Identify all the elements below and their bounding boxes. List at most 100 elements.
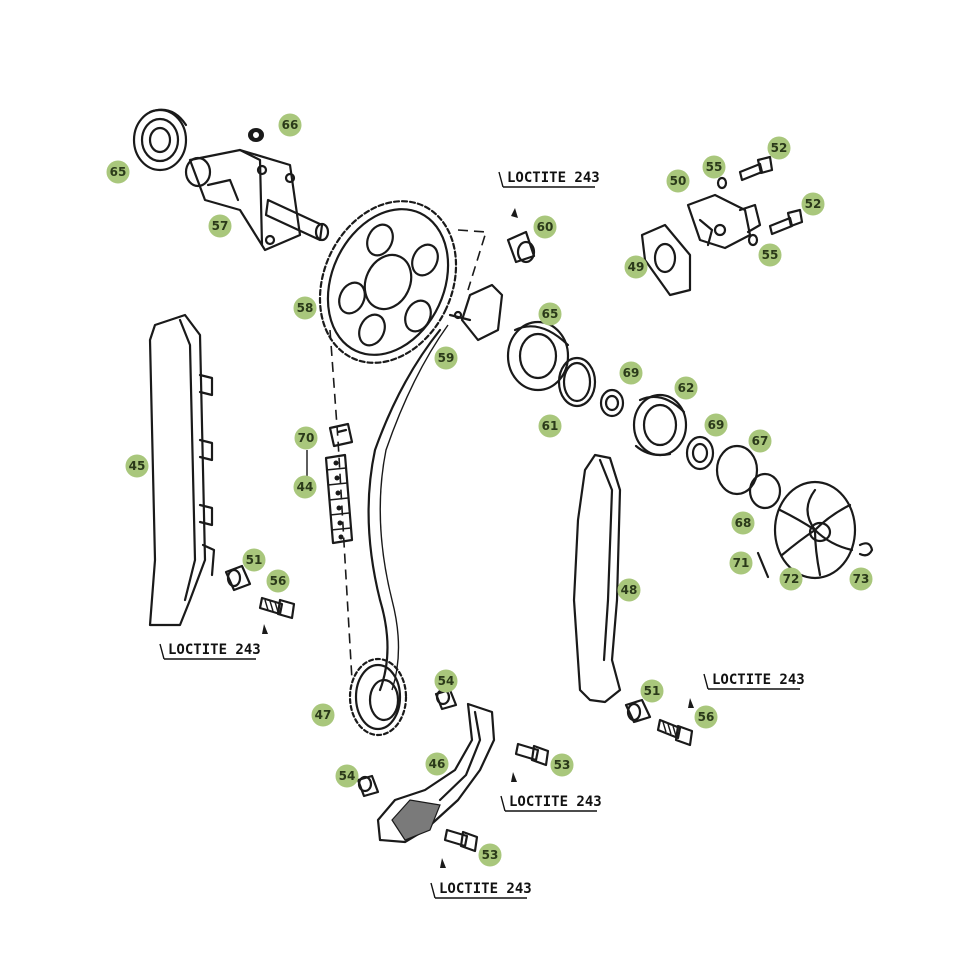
chain-44 [324,453,354,545]
timing-chain-path [329,329,353,681]
loctite-text: LOCTITE 243 [507,170,600,186]
callout-number: 53 [482,848,499,862]
callout-number: 52 [771,141,788,155]
callout-number: 57 [212,219,229,233]
tensioner-rail-46 [376,702,496,844]
callout-c-68: 68 [731,511,755,535]
timing-chain-path-right [367,328,442,692]
callout-number: 48 [621,583,638,597]
callout-number: 59 [438,351,455,365]
callout-number: 71 [733,556,750,570]
seal-62 [632,393,688,457]
impeller-72 [773,480,857,580]
bolt-52-a [738,155,774,182]
guide-rail-45 [148,313,216,627]
callout-number: 47 [315,708,332,722]
callout-c-53b: 53 [478,843,502,867]
callout-c-61: 61 [538,414,562,438]
loctite-text: LOCTITE 243 [168,642,261,658]
callout-number: 60 [537,220,554,234]
callout-c-49: 49 [624,255,648,279]
callout-number: 44 [297,480,314,494]
bearing-69-b [685,435,715,471]
bolt-53-a [511,742,550,782]
loctite-text: LOCTITE 243 [712,672,805,688]
callout-number: 69 [623,366,640,380]
callout-number: 65 [542,307,559,321]
callout-number: 50 [670,174,687,188]
loctite-label-loc-5: LOCTITE 243 [430,881,532,899]
bushing-54-a [434,688,458,711]
callout-c-48: 48 [617,578,641,602]
callout-number: 61 [542,419,559,433]
callout-number: 65 [110,165,127,179]
callout-number: 55 [762,248,779,262]
loctite-label-loc-2: LOCTITE 243 [159,642,261,660]
chain-link-70 [328,422,354,448]
callout-c-51a: 51 [242,548,266,572]
ring-67 [715,444,759,496]
callout-c-51b: 51 [640,679,664,703]
bolt-53-b [440,828,479,868]
callout-number: 51 [644,684,661,698]
callout-c-69b: 69 [704,413,728,437]
callout-c-71: 71 [729,551,753,575]
callout-c-52b: 52 [801,192,825,216]
callout-number: 68 [735,516,752,530]
callout-number: 73 [853,572,870,586]
callout-number: 54 [339,769,356,783]
callout-c-73: 73 [849,567,873,591]
callout-c-58: 58 [293,296,317,320]
callout-c-62: 62 [674,376,698,400]
callout-c-57: 57 [208,214,232,238]
callout-c-70: 70 [294,426,318,450]
callout-number: 56 [270,574,287,588]
tensioner-50 [686,193,762,250]
loctite-label-loc-1: LOCTITE 243 [498,170,600,188]
loctite-label-loc-3: LOCTITE 243 [703,672,805,690]
bearing-65-top [132,108,188,172]
washer-55-a [716,176,728,190]
callout-c-72: 72 [779,567,803,591]
callout-number: 56 [698,710,715,724]
bushing-54-b [356,774,380,798]
callout-number: 54 [438,674,455,688]
loctite-text: LOCTITE 243 [439,881,532,897]
callout-number: 58 [297,301,314,315]
bushing-51-b [624,698,652,724]
pin-71 [756,551,770,579]
callout-c-56b: 56 [694,705,718,729]
bushing-51-a [224,564,252,592]
sprocket-47 [348,657,408,737]
bolt-56-a [258,596,296,634]
oring-66 [248,128,264,142]
callout-c-65a: 65 [106,160,130,184]
callout-c-46: 46 [425,752,449,776]
bearing-69-a [599,388,625,418]
callout-c-54b: 54 [335,764,359,788]
callout-c-56a: 56 [266,569,290,593]
callout-number: 45 [129,459,146,473]
washer-55-b [747,233,759,247]
plug-60 [506,208,536,264]
bolt-52-b [768,208,804,236]
camshaft-57 [184,148,330,252]
callout-number: 53 [554,758,571,772]
callout-number: 51 [246,553,263,567]
loctite-text: LOCTITE 243 [509,794,602,810]
callout-c-50: 50 [666,169,690,193]
callout-number: 70 [298,431,315,445]
callout-number: 55 [706,160,723,174]
sprocket-58 [318,200,458,364]
callout-c-65b: 65 [538,302,562,326]
bearing-65-mid [506,320,570,392]
callout-c-53a: 53 [550,753,574,777]
callout-c-54a: 54 [434,669,458,693]
guide-rail-48 [572,453,622,704]
guide-59 [448,283,504,342]
callout-c-45: 45 [125,454,149,478]
callout-number: 62 [678,381,695,395]
